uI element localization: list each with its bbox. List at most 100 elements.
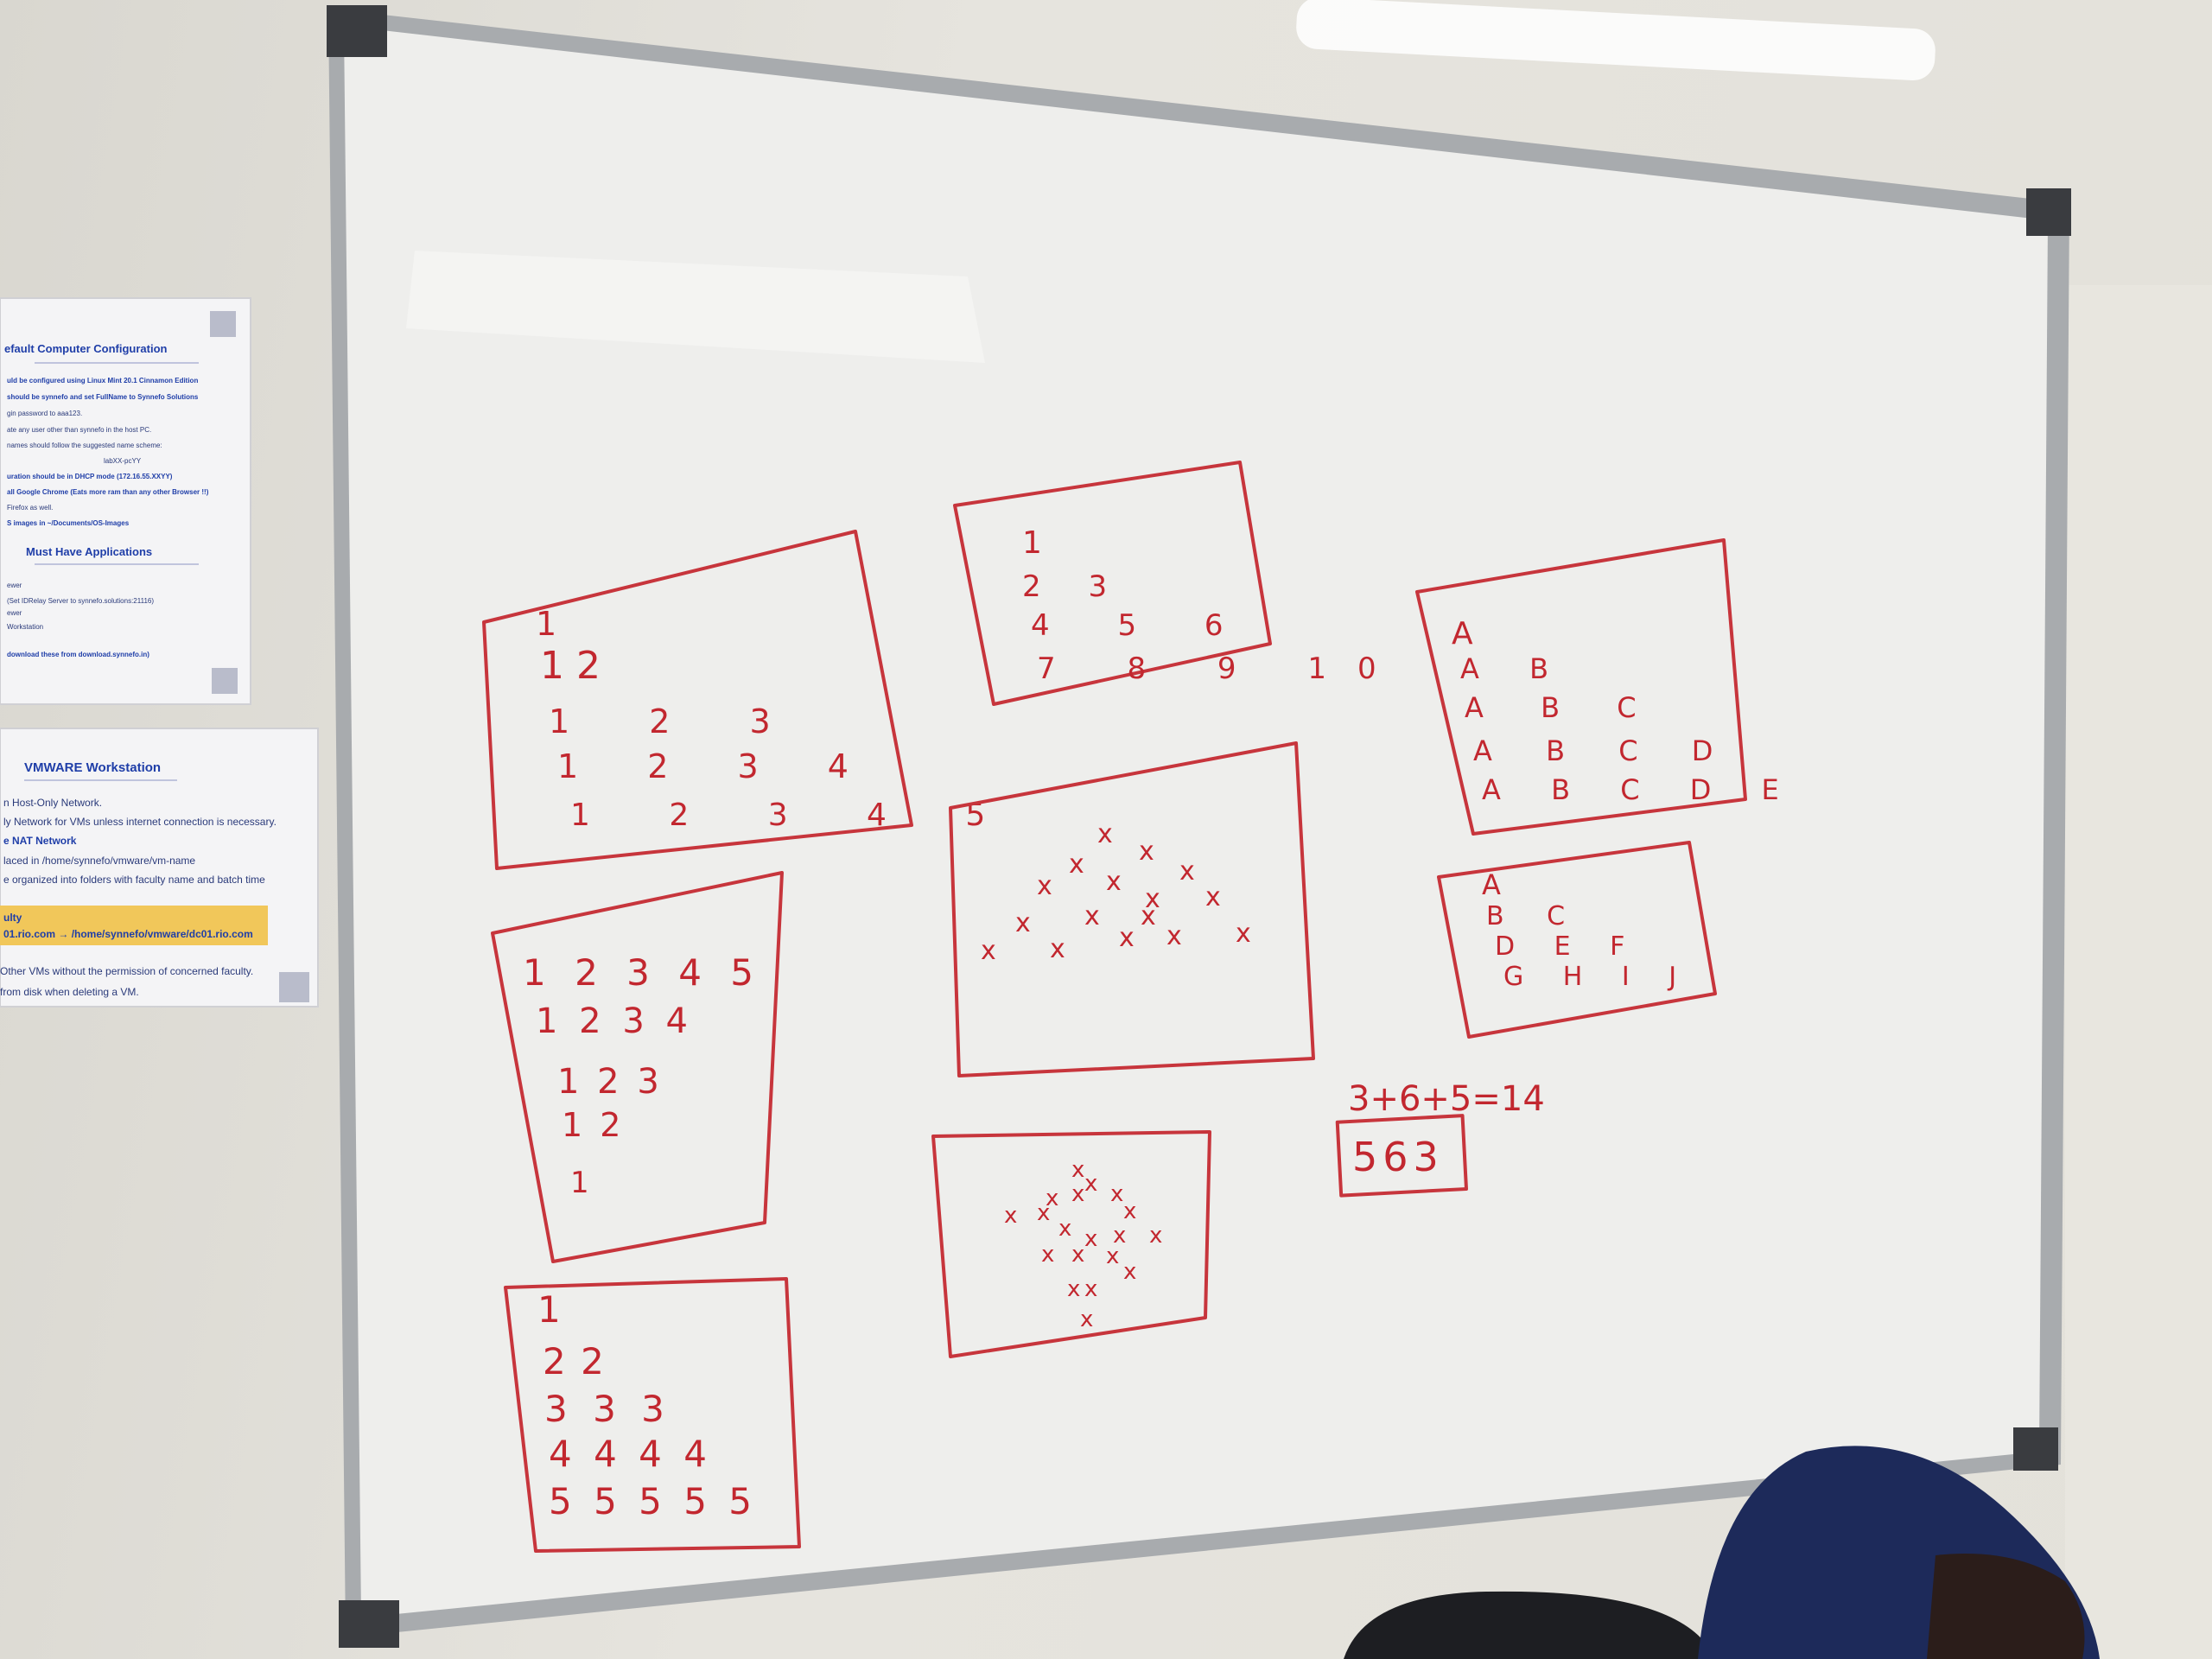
config-line: ate any user other than synnefo in the h… <box>7 426 151 434</box>
x-mark: x <box>1113 1223 1126 1249</box>
alpha-row: A B <box>1460 652 1569 685</box>
floyd-row: 1 <box>1022 525 1042 561</box>
alpha-row: A B C D <box>1473 734 1735 767</box>
x-mark: x <box>1236 918 1251 949</box>
box-alpha-sequence: A B C D E F G H I J <box>1437 841 1717 1039</box>
qr-code-icon <box>212 668 238 694</box>
countdown-row: 1 2 <box>562 1106 624 1144</box>
apps-line: ewer <box>7 609 22 617</box>
x-mark: x <box>1166 921 1182 951</box>
whiteboard <box>327 5 2071 1648</box>
vmware-footer-line: Other VMs without the permission of conc… <box>0 965 253 977</box>
alpha-row: A <box>1452 616 1473 652</box>
x-mark: x <box>1058 1216 1071 1242</box>
corner-cap-icon <box>339 1600 399 1648</box>
config-line: uld be configured using Linux Mint 20.1 … <box>7 377 198 385</box>
chair-back <box>1344 1591 1715 1659</box>
config-poster-title: efault Computer Configuration <box>4 342 168 355</box>
faculty-highlight-label: ulty <box>3 912 22 924</box>
faculty-highlight <box>0 906 268 945</box>
config-line: Firefox as well. <box>7 504 53 512</box>
pyramid-row: 1 2 3 <box>549 702 805 741</box>
config-line: S images in ~/Documents/OS-Images <box>7 519 130 527</box>
x-mark: x <box>1071 1157 1084 1183</box>
countdown-row: 1 2 3 4 <box>536 1001 693 1041</box>
board-glare <box>406 251 985 363</box>
alpha-seq-row: G H I J <box>1503 962 1692 992</box>
x-mark: x <box>1071 1242 1084 1268</box>
x-mark: x <box>1097 819 1113 849</box>
config-line: gin password to aaa123. <box>7 410 82 417</box>
pyramid-row: 1 <box>536 605 556 643</box>
right-wall <box>2065 285 2212 1659</box>
config-line: names should follow the suggested name s… <box>7 442 162 449</box>
vmware-line: e organized into folders with faculty na… <box>3 874 265 886</box>
vmware-line: ly Network for VMs unless internet conne… <box>3 816 276 828</box>
x-mark: x <box>1106 867 1122 897</box>
x-mark: x <box>1149 1223 1162 1249</box>
x-mark: x <box>1084 1226 1097 1252</box>
alpha-seq-row: B C <box>1486 901 1582 931</box>
config-line: labXX-pcYY <box>104 457 142 465</box>
x-mark: x <box>1145 884 1160 914</box>
vmware-line: laced in /home/synnefo/vmware/vm-name <box>3 855 195 867</box>
pyramid-row: 1 2 3 4 <box>557 747 878 785</box>
x-mark: x <box>1110 1181 1123 1207</box>
boxed-number: 563 <box>1352 1134 1444 1180</box>
countdown-row: 1 2 3 <box>557 1062 663 1102</box>
x-mark: x <box>1080 1306 1093 1332</box>
repeat-row: 4 4 4 4 <box>549 1433 712 1475</box>
floyd-row: 2 3 <box>1022 569 1126 604</box>
x-mark: x <box>1123 1198 1136 1224</box>
repeat-row: 2 2 <box>543 1340 606 1382</box>
qr-code-icon <box>210 311 236 337</box>
floyd-row: 7 8 9 10 <box>1037 652 1408 686</box>
x-mark: x <box>1069 849 1084 880</box>
box-countdown: 1 2 3 4 5 1 2 3 4 1 2 3 1 2 1 <box>491 871 784 1263</box>
config-line: should be synnefo and set FullName to Sy… <box>7 393 199 401</box>
apps-line: ewer <box>7 582 22 589</box>
ceiling-light <box>1296 0 1936 81</box>
x-mark: x <box>1084 1276 1097 1302</box>
apps-title: Must Have Applications <box>26 545 152 558</box>
vmware-poster-title: VMWARE Workstation <box>24 760 161 775</box>
box-floyd-triangle: 1 2 3 4 5 6 7 8 9 10 <box>953 461 1408 706</box>
pyramid-row: 1 2 3 4 5 <box>570 798 1020 833</box>
apps-line: download these from download.synnefo.in) <box>7 651 149 658</box>
qr-code-icon <box>279 972 309 1002</box>
repeat-row: 3 3 3 <box>544 1388 671 1430</box>
config-poster: efault Computer Configuration uld be con… <box>0 297 251 705</box>
x-mark: x <box>1084 901 1100 931</box>
config-line: all Google Chrome (Eats more ram than an… <box>7 488 209 496</box>
countdown-row: 1 <box>570 1166 589 1200</box>
floyd-row: 4 5 6 <box>1031 608 1253 643</box>
x-mark: x <box>1071 1181 1084 1207</box>
vmware-line: e NAT Network <box>3 835 77 847</box>
repeat-row: 5 5 5 5 5 <box>549 1480 757 1522</box>
equation-text: 3+6+5=14 <box>1348 1079 1545 1119</box>
pyramid-row: 1 2 <box>540 644 601 688</box>
apps-line: Workstation <box>7 623 43 631</box>
x-mark: x <box>1084 1171 1097 1197</box>
alpha-row: A B C D E <box>1482 773 1800 806</box>
x-mark: x <box>1139 836 1154 867</box>
x-mark: x <box>1037 1200 1050 1226</box>
faculty-highlight-path: 01.rio.com → /home/synnefo/vmware/dc01.r… <box>3 928 253 940</box>
vmware-poster: VMWARE Workstation n Host-Only Network. … <box>0 728 319 1007</box>
box-repeat-numbers: 1 2 2 3 3 3 4 4 4 4 5 5 5 5 5 <box>504 1277 801 1553</box>
config-line: uration should be in DHCP mode (172.16.5… <box>7 473 173 480</box>
corner-cap-icon <box>2026 188 2071 236</box>
x-mark: x <box>1123 1259 1136 1285</box>
x-mark: x <box>1205 882 1221 912</box>
countdown-row: 1 2 3 4 5 <box>523 951 762 994</box>
vmware-line: n Host-Only Network. <box>3 797 102 809</box>
x-mark: x <box>1067 1276 1080 1302</box>
corner-cap-icon <box>2013 1427 2058 1471</box>
x-mark: x <box>1046 1185 1058 1211</box>
vmware-footer-line: from disk when deleting a VM. <box>0 986 139 998</box>
alpha-seq-row: D E F <box>1495 931 1640 962</box>
